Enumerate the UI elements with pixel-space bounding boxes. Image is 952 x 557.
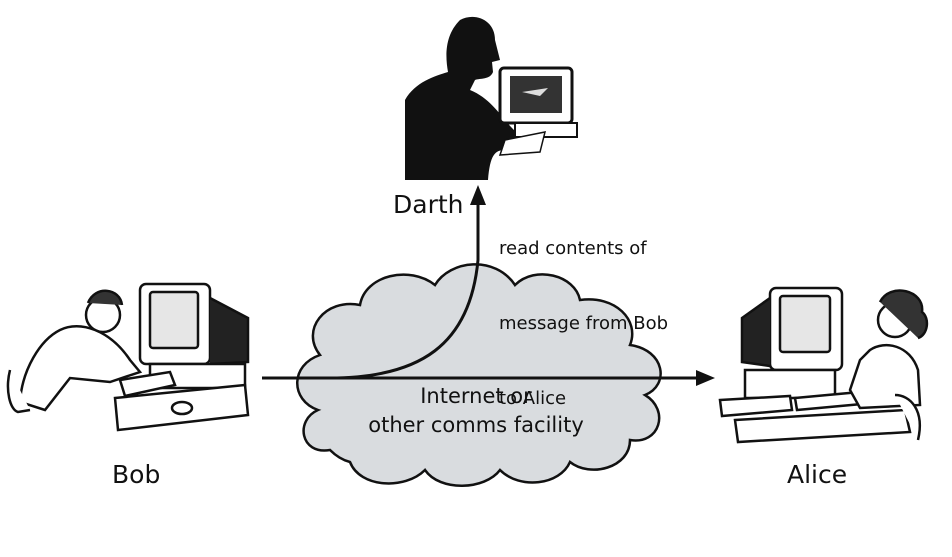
darth-action-label: read contents of message from Bob to Ali… [499, 186, 668, 436]
message-arrowhead [696, 370, 715, 386]
darth-label: Darth [393, 190, 464, 219]
alice-label: Alice [787, 460, 848, 489]
network-line: other comms facility [368, 413, 584, 437]
intercept-arrowhead [470, 185, 486, 205]
intercept-arrow [329, 200, 480, 380]
cloud-icon [296, 263, 662, 487]
darth-icon [405, 16, 578, 180]
darth-action-line: message from Bob [499, 313, 669, 334]
network-line: Internet or [420, 384, 532, 408]
network-label: Internet or other comms facility [366, 382, 586, 440]
darth-action-line: to Alice [499, 388, 567, 409]
bob-icon [6, 282, 250, 432]
alice-icon [718, 286, 929, 444]
darth-action-line: read contents of [499, 238, 647, 259]
bob-label: Bob [112, 460, 161, 489]
